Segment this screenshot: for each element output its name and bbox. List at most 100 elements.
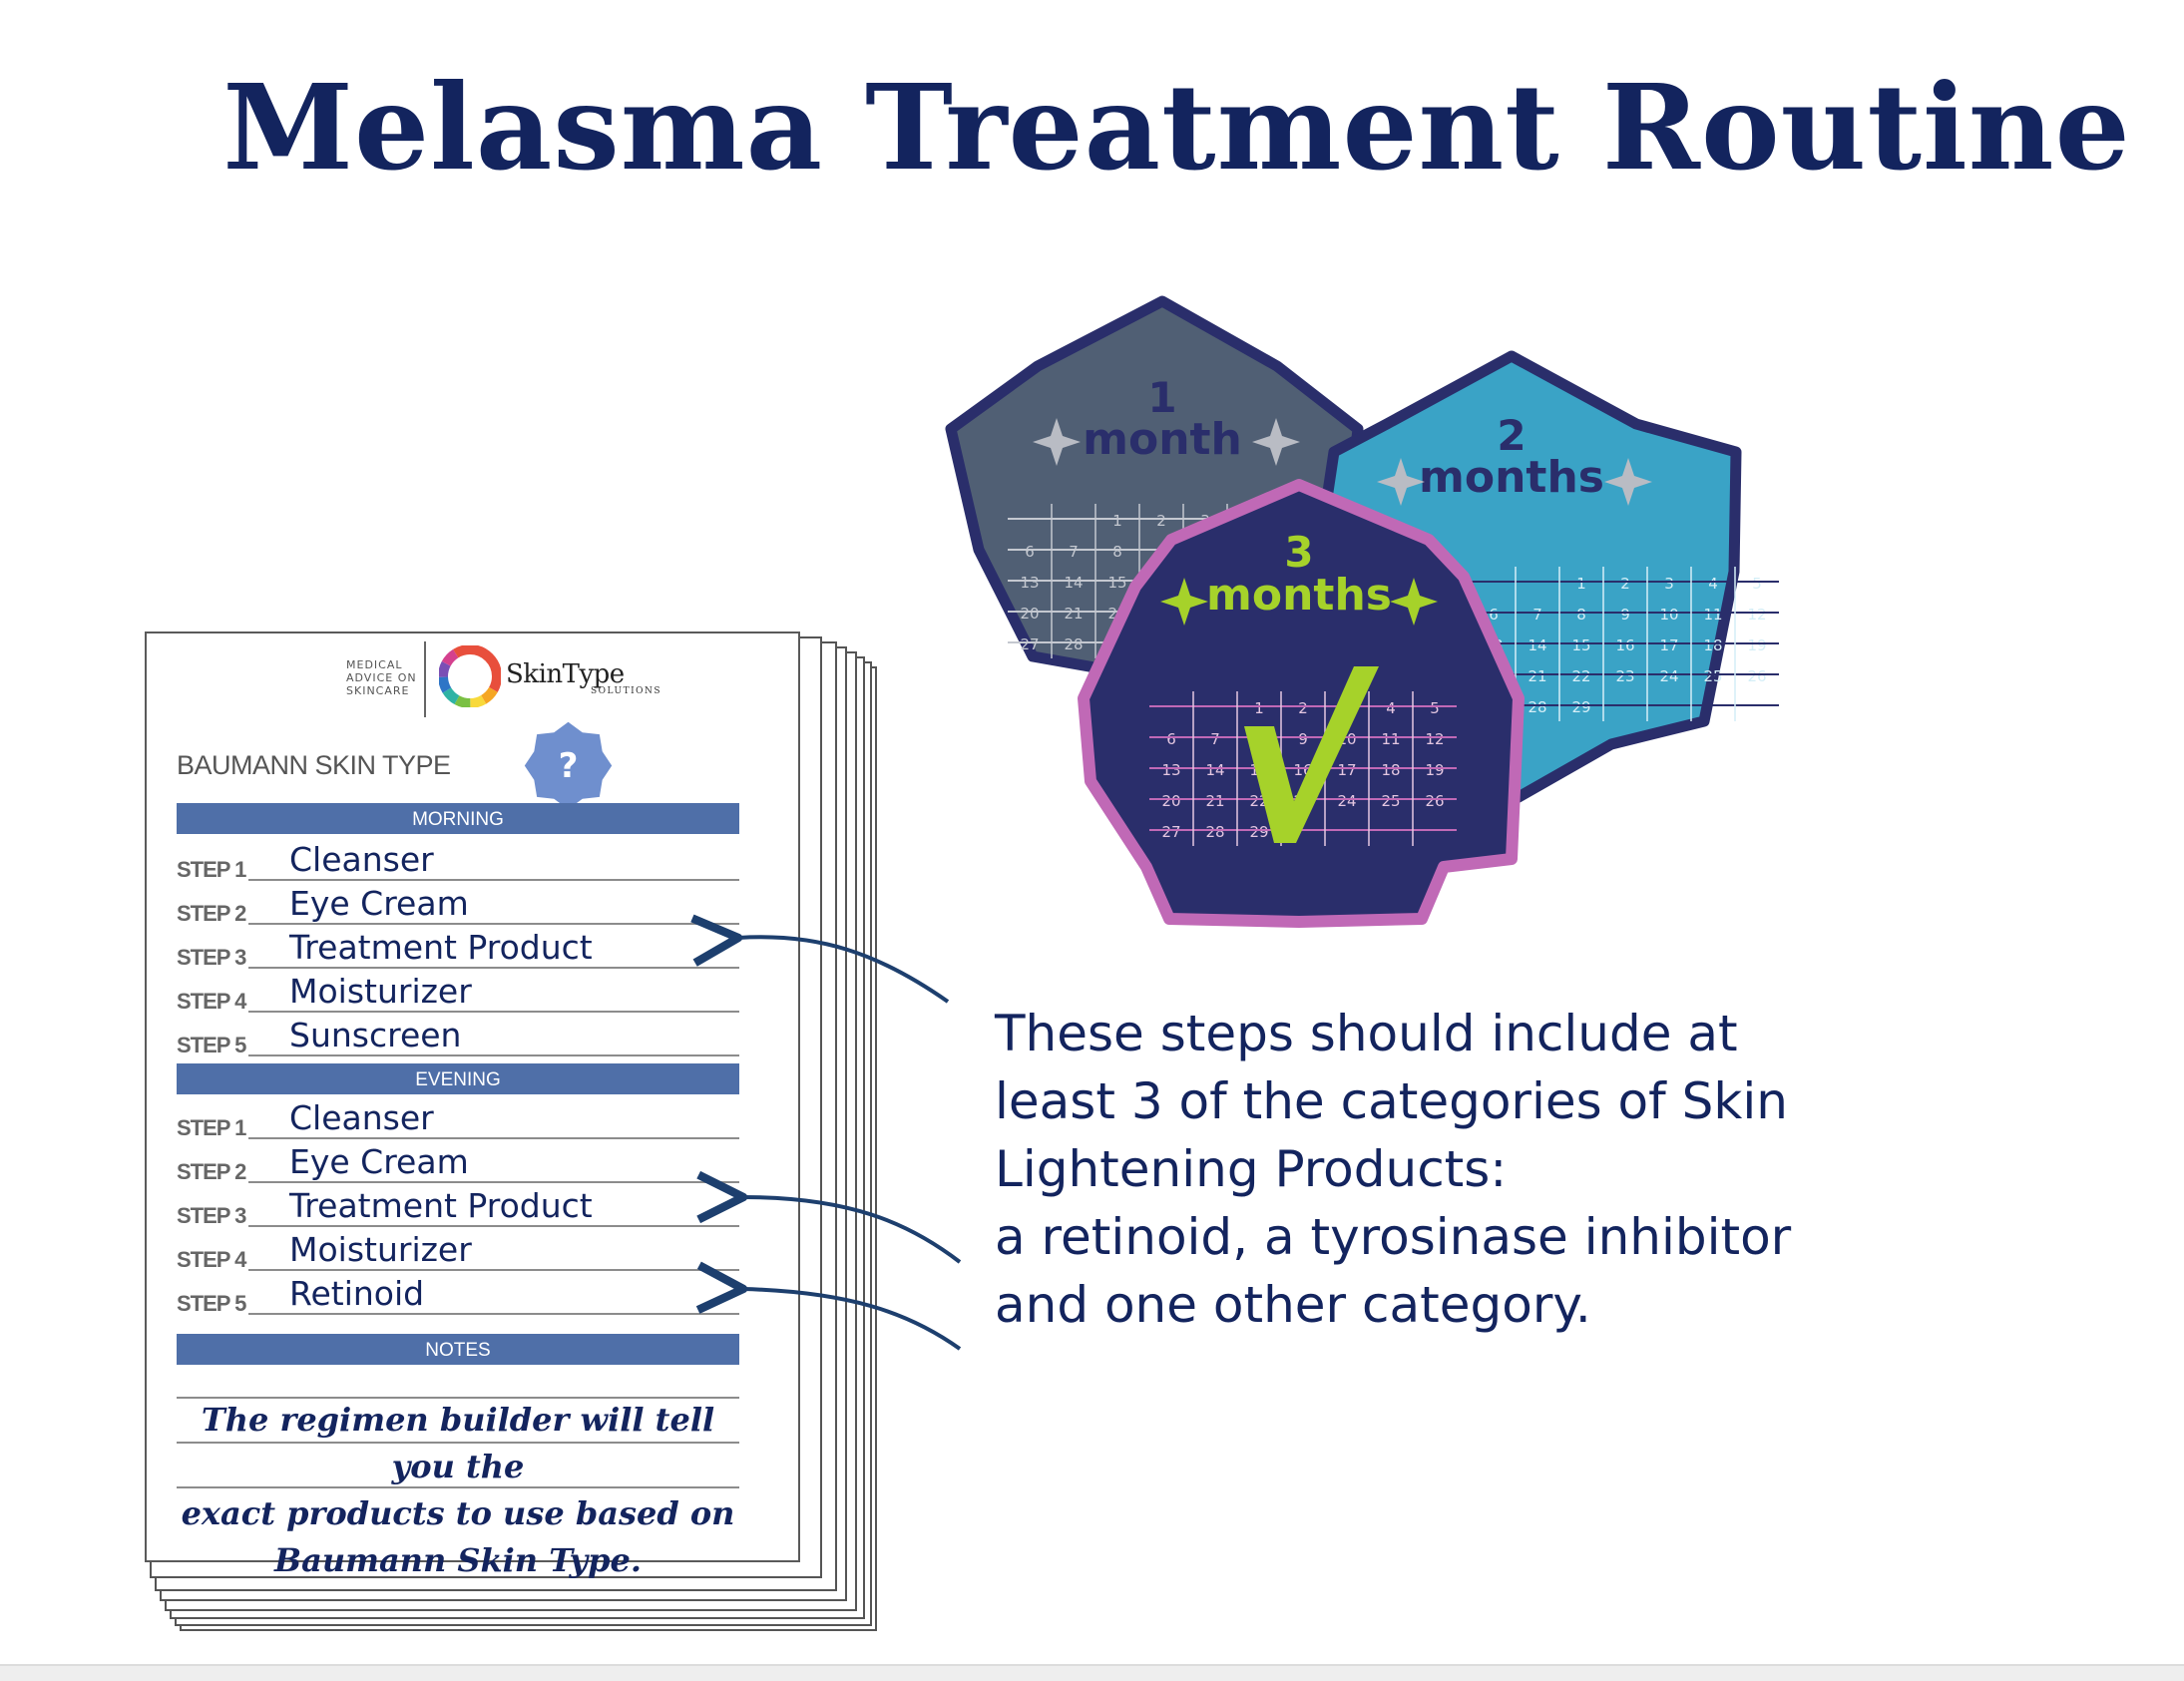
calendar-day: 21 — [1205, 792, 1224, 810]
step-product: Cleanser — [289, 1098, 434, 1137]
calendar-day: 28 — [1064, 635, 1083, 653]
step-line — [248, 1011, 739, 1013]
calendar-day: 24 — [1659, 667, 1678, 685]
evening-step-1: STEP 1 Cleanser — [177, 1097, 739, 1141]
step-label: STEP 3 — [177, 1203, 246, 1228]
calendar-day: 14 — [1528, 636, 1546, 654]
skin-type-badge-text: ? — [559, 746, 579, 786]
arrow-evening-retinoid — [695, 1261, 962, 1351]
step-label: STEP 5 — [177, 1291, 246, 1316]
calendar-day: 18 — [1381, 761, 1400, 779]
calendar-day: 9 — [1620, 606, 1630, 624]
calendar-day: 26 — [1747, 667, 1766, 685]
page-title: Melasma Treatment Routine — [222, 58, 2131, 197]
calendar-day: 12 — [1425, 730, 1444, 748]
calendar-day: 20 — [1161, 792, 1180, 810]
calendar-day: 11 — [1703, 606, 1722, 624]
notes-line — [177, 1397, 739, 1399]
badge-3-number: 3 — [1284, 528, 1313, 577]
step-product: Sunscreen — [289, 1016, 462, 1054]
calendar-day: 2 — [1298, 699, 1308, 717]
calendar-day: 1 — [1254, 699, 1264, 717]
step-line — [248, 967, 739, 969]
calendar-day: 10 — [1659, 606, 1678, 624]
calendar-day: 29 — [1571, 698, 1590, 716]
step-line — [248, 1137, 739, 1139]
calendar-day: 8 — [1576, 606, 1586, 624]
calendar-day: 6 — [1025, 543, 1035, 561]
calendar-day: 17 — [1337, 761, 1356, 779]
badge-2-unit: months — [1419, 452, 1604, 503]
morning-step-3: STEP 3 Treatment Product — [177, 927, 739, 971]
calendar-day: 2 — [1156, 512, 1166, 530]
calendar-day: 13 — [1020, 574, 1039, 592]
calendar-day: 21 — [1528, 667, 1546, 685]
logo-brand-sub: SOLUTIONS — [591, 686, 662, 696]
calendar-day: 28 — [1205, 823, 1224, 841]
calendar-day: 19 — [1425, 761, 1444, 779]
calendar-day: 6 — [1489, 606, 1499, 624]
calendar-day: 29 — [1249, 823, 1268, 841]
step-line — [248, 1181, 739, 1183]
calendar-day: 7 — [1532, 606, 1542, 624]
calendar-day: 15 — [1571, 636, 1590, 654]
step-label: STEP 3 — [177, 945, 246, 970]
step-line — [248, 879, 739, 881]
step-line — [248, 1269, 739, 1271]
calendar-day: 26 — [1425, 792, 1444, 810]
badge-1-number: 1 — [1147, 373, 1176, 422]
calendar-day: 22 — [1571, 667, 1590, 685]
calendar-day: 28 — [1528, 698, 1546, 716]
morning-step-4: STEP 4 Moisturizer — [177, 971, 739, 1015]
calendar-day: 11 — [1381, 730, 1400, 748]
notes-line — [177, 1486, 739, 1488]
logo-tagline: MEDICAL ADVICE ON SKINCARE — [346, 658, 417, 697]
step-product: Moisturizer — [289, 1230, 472, 1269]
calendar-day: 16 — [1615, 636, 1634, 654]
morning-step-2: STEP 2 Eye Cream — [177, 883, 739, 927]
calendar-day: 14 — [1064, 574, 1083, 592]
step-line — [248, 1054, 739, 1056]
badge-2-number: 2 — [1497, 411, 1526, 460]
calendar-day: 27 — [1161, 823, 1180, 841]
calendar-day: 2 — [1620, 575, 1630, 593]
calendar-day: 6 — [1166, 730, 1176, 748]
step-line — [248, 923, 739, 925]
step-label: STEP 4 — [177, 989, 246, 1014]
evening-step-5: STEP 5 Retinoid — [177, 1273, 739, 1317]
notes-section-bar: NOTES — [177, 1334, 739, 1365]
color-wheel-logo-icon — [439, 645, 501, 707]
step-label: STEP 1 — [177, 857, 246, 882]
evening-step-2: STEP 2 Eye Cream — [177, 1141, 739, 1185]
regimen-sheet: MEDICAL ADVICE ON SKINCARE SkinType SOLU… — [145, 631, 800, 1579]
step-product: Cleanser — [289, 840, 434, 879]
checkmark-icon — [1244, 666, 1379, 843]
calendar-day: 15 — [1107, 574, 1126, 592]
step-label: STEP 2 — [177, 901, 246, 926]
skin-type-badge: ? — [524, 721, 613, 810]
sparkle-icon — [1377, 458, 1652, 506]
step-product: Retinoid — [289, 1274, 425, 1313]
calendar-day: 14 — [1205, 761, 1224, 779]
calendar-day: 20 — [1020, 605, 1039, 623]
step-product: Treatment Product — [289, 928, 593, 967]
step-product: Treatment Product — [289, 1186, 593, 1225]
notes-line — [177, 1442, 739, 1444]
step-line — [248, 1225, 739, 1227]
arrow-morning-treatment — [690, 914, 950, 1004]
step-label: STEP 5 — [177, 1033, 246, 1057]
evening-step-3: STEP 3 Treatment Product — [177, 1185, 739, 1229]
calendar-day: 7 — [1210, 730, 1220, 748]
badge-1-unit: month — [1083, 414, 1242, 465]
calendar-day: 9 — [1298, 730, 1308, 748]
calendar-day: 7 — [1069, 543, 1079, 561]
calendar-day: 27 — [1020, 635, 1039, 653]
step-product: Eye Cream — [289, 884, 469, 923]
calendar-day: 23 — [1615, 667, 1634, 685]
arrow-evening-treatment — [696, 1170, 962, 1264]
morning-step-1: STEP 1 Cleanser — [177, 839, 739, 883]
calendar-day: 4 — [1708, 575, 1718, 593]
step-product: Eye Cream — [289, 1142, 469, 1181]
calendar-day: 13 — [1161, 761, 1180, 779]
calendar-day: 1 — [1112, 512, 1122, 530]
